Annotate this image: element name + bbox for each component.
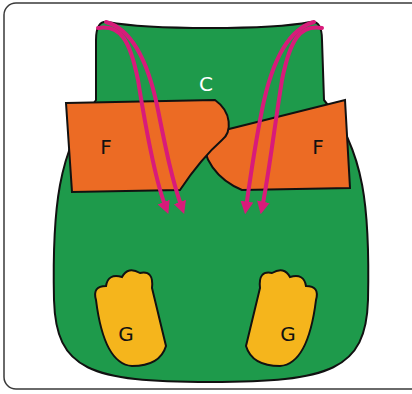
- bag-body: [54, 22, 369, 382]
- part-label: G: [118, 324, 134, 344]
- part-label: F: [312, 137, 324, 157]
- part-label: C: [199, 74, 213, 94]
- part-label: F: [100, 137, 112, 157]
- foot-left: [95, 270, 166, 366]
- foot-right: [246, 270, 317, 366]
- part-label: G: [280, 324, 296, 344]
- drawstrings: [98, 22, 322, 208]
- frame: [4, 3, 412, 389]
- band-left: [66, 100, 229, 192]
